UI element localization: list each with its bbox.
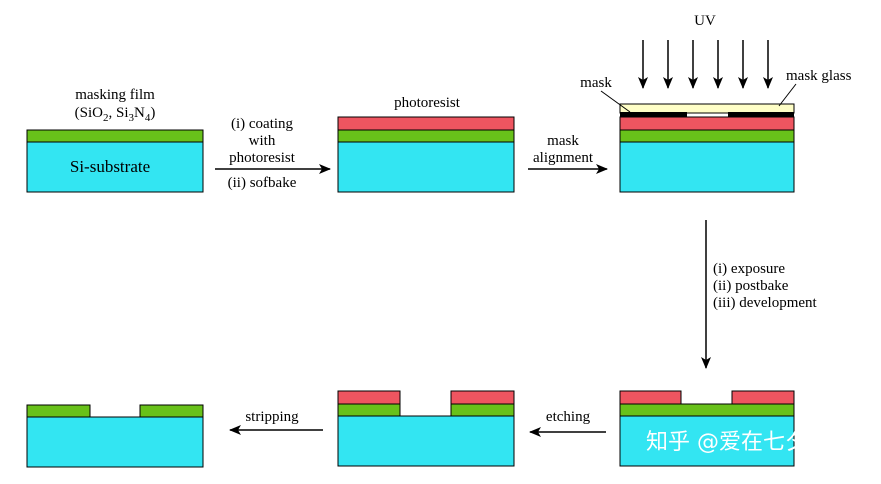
etching-label: etching [546,409,591,425]
photoresist-layer [619,116,795,131]
coating-label-line2: with [249,133,276,149]
uv-arrows [638,40,773,89]
uv-label: UV [694,13,716,29]
si-substrate [619,141,795,193]
masking-film-right [450,403,515,417]
mask-glass-label: mask glass [786,68,852,84]
wafer-etched [337,390,515,467]
mask-opaque-left [620,112,687,117]
step-coating: (i) coating with photoresist (ii) sofbak… [215,116,331,191]
stripping-label: stripping [245,409,299,425]
si-substrate [26,141,204,193]
step-exposure: (i) exposure (ii) postbake (iii) develop… [701,220,818,369]
wafer-developed [619,390,795,467]
masking-film-layer [337,129,515,143]
mask-alignment-label-line2: alignment [533,150,594,166]
masking-film-left [26,404,91,418]
photoresist-left [337,390,401,405]
coating-label-line3: photoresist [229,150,296,166]
coating-label-line4: (ii) sofbake [228,175,297,191]
mask-opaque-right [728,112,794,117]
mask-alignment-label-line1: mask [547,133,579,149]
watermark: 知乎 @爱在七夕时 [646,430,829,455]
wafer-stripped [26,404,204,468]
photoresist-right [450,390,515,405]
masking-film-label-line1: masking film [75,87,155,103]
masking-film-left [337,403,401,417]
step-stripping: stripping [229,409,323,435]
masking-film-layer [619,129,795,143]
masking-film-label-line2: (SiO2, Si3N4) [75,105,156,124]
coating-label-line1: (i) coating [231,116,294,132]
masking-film-right [139,404,204,418]
mask-leader-line [600,90,631,113]
exposure-label-line1: (i) exposure [713,261,785,277]
wafer-initial: masking film (SiO2, Si3N4) Si-substrate [26,87,204,193]
zhihu-watermark-text: 知乎 @爱在七夕时 [646,430,829,455]
wafer-coated: photoresist [337,95,515,193]
photoresist-right [731,390,795,405]
photoresist-left [619,390,682,405]
mask-label: mask [580,75,612,91]
si-substrate-label: Si-substrate [70,157,150,176]
si-substrate [619,415,795,467]
mask-glass-plate [619,103,795,114]
si-substrate [337,415,515,467]
masking-film-layer [619,403,795,417]
si-substrate [337,141,515,193]
mask-glass-leader-line [778,83,797,107]
exposure-label-line2: (ii) postbake [713,278,789,294]
wafer-mask-exposure: UV mask mask glass [580,13,852,193]
masking-film-layer [26,129,204,143]
step-etching: etching [529,409,606,437]
exposure-label-line3: (iii) development [713,295,818,311]
step-mask-alignment: mask alignment [528,133,608,174]
photoresist-label: photoresist [394,95,461,111]
photoresist-layer [337,116,515,131]
si-substrate [26,416,204,468]
